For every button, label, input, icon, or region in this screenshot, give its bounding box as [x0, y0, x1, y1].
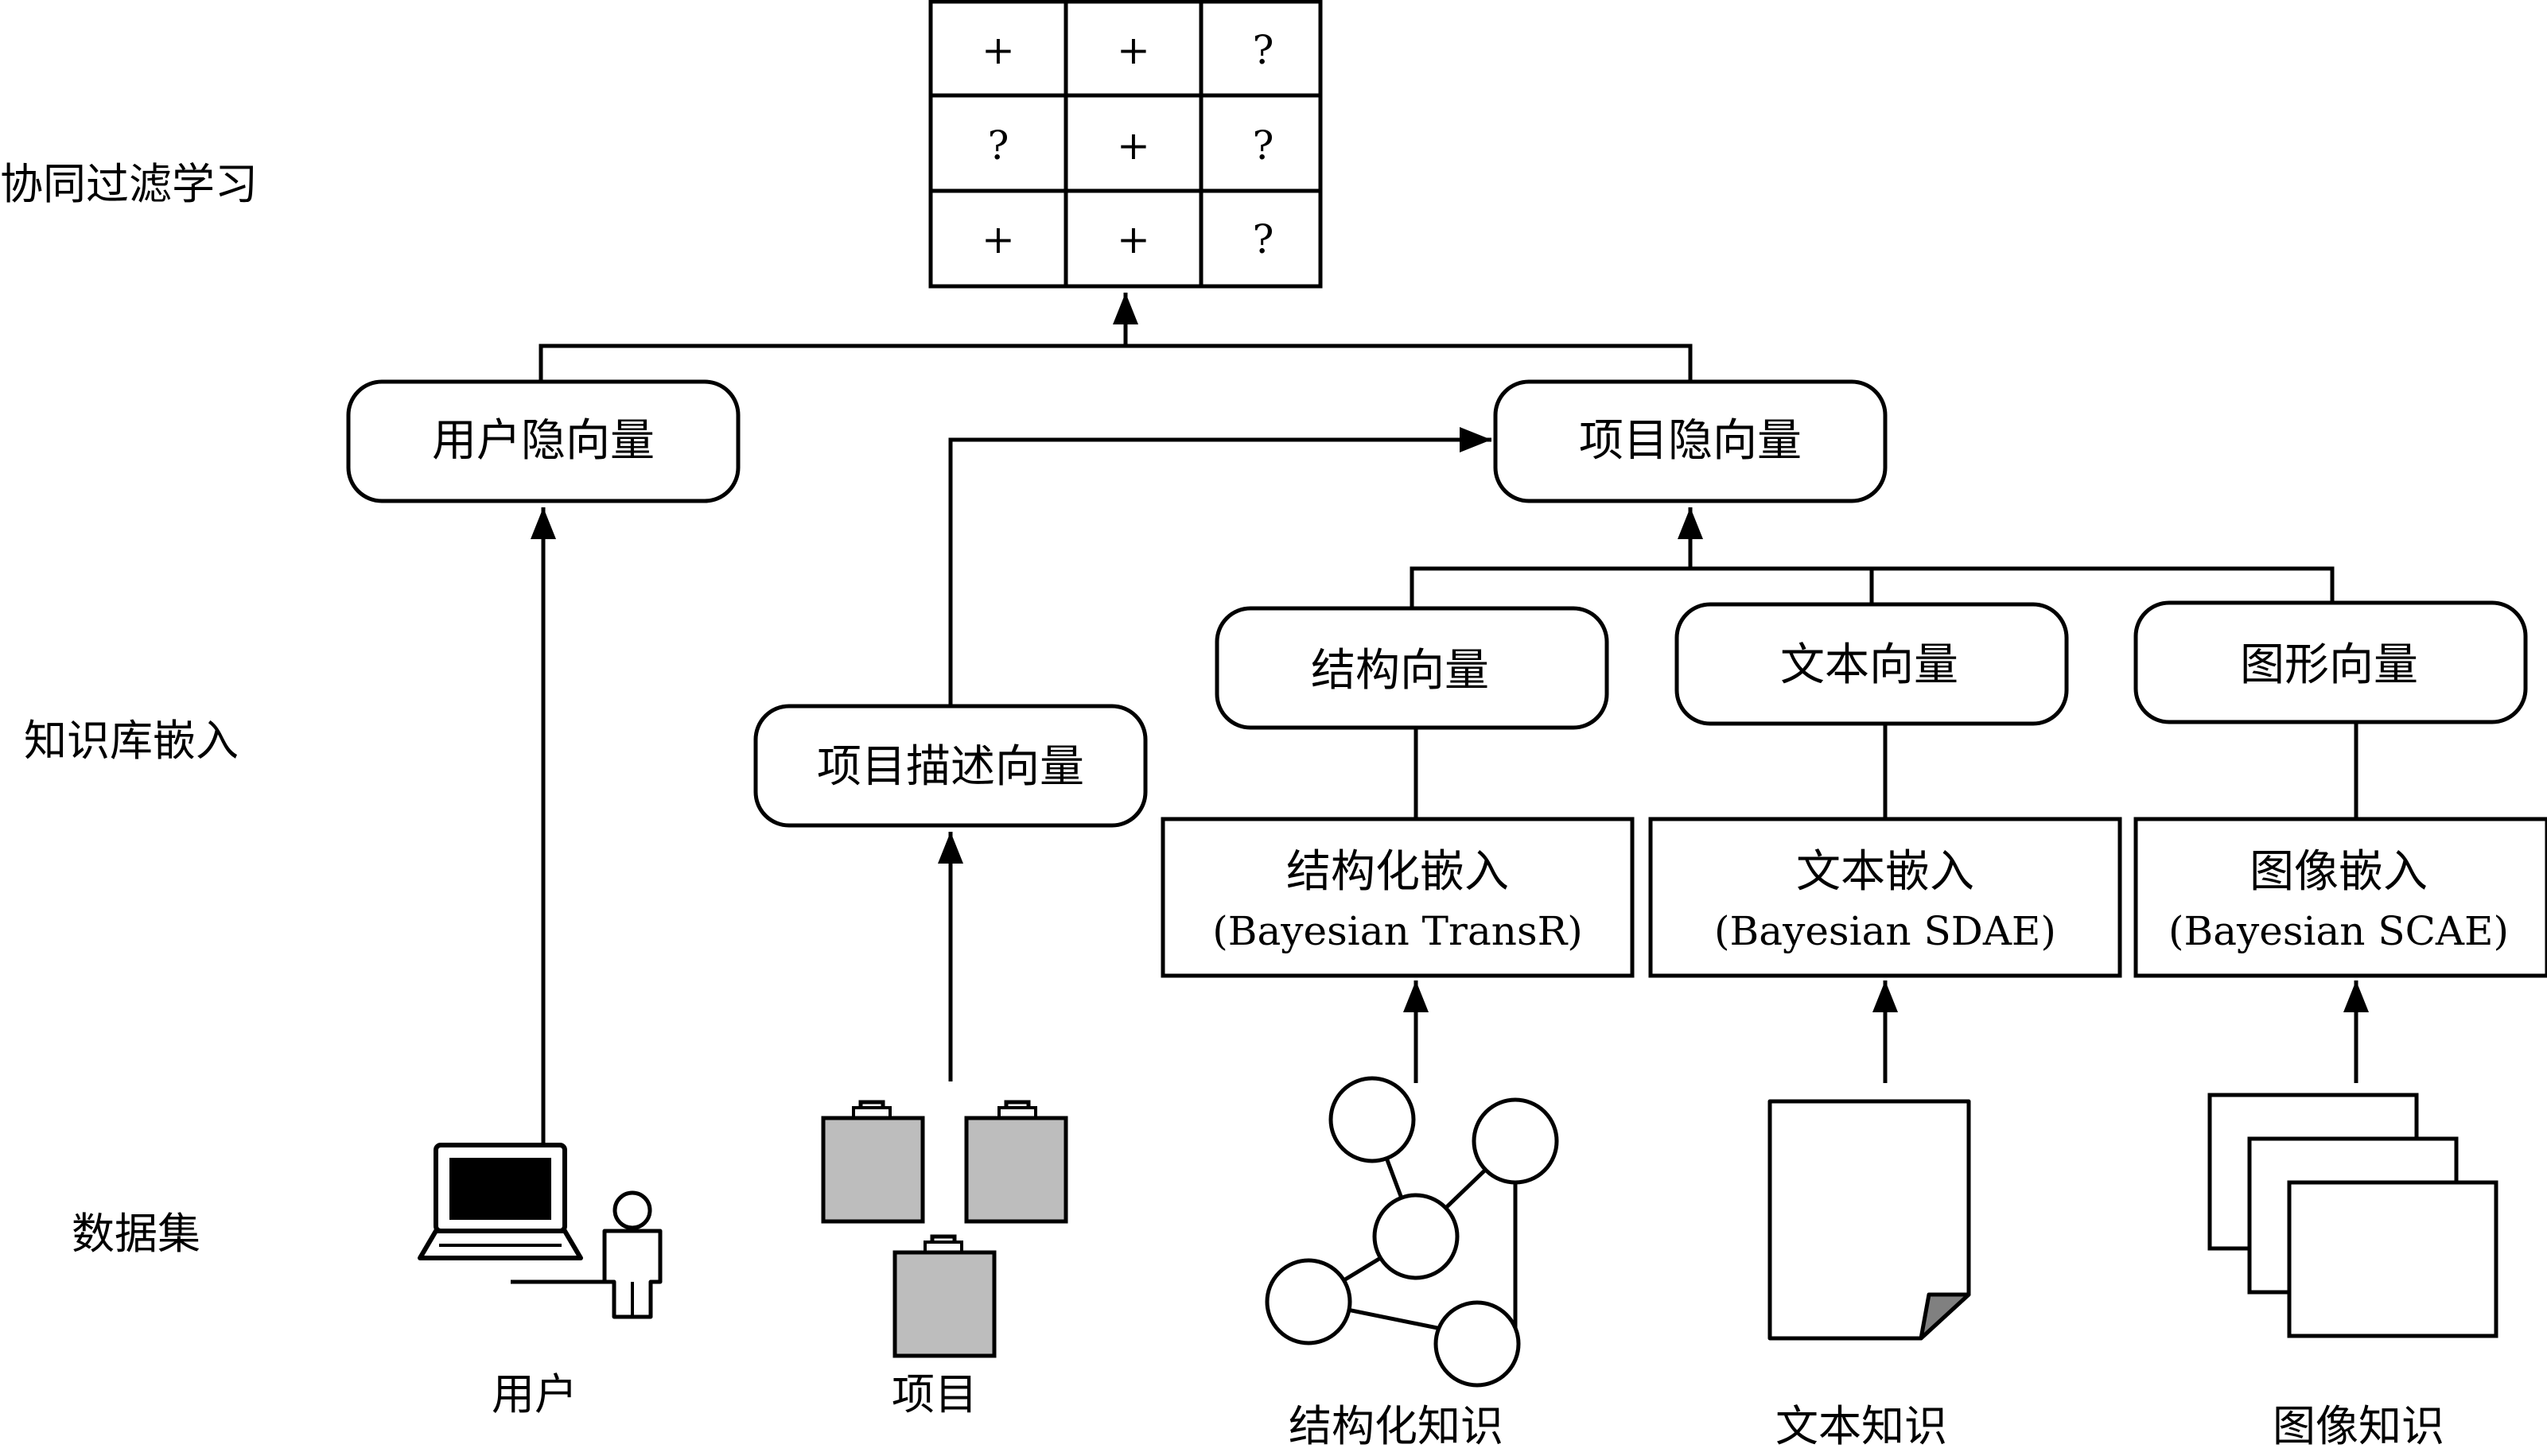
- embedding-title: 结构化嵌入: [1286, 846, 1509, 898]
- image-stack-icon: [2207, 1093, 2498, 1338]
- shopping-bags-icon: [821, 1100, 1068, 1358]
- embedding-method: (Bayesian TransR): [1212, 908, 1583, 954]
- embedding-method: (Bayesian SCAE): [2168, 908, 2509, 954]
- matrix-cell: ?: [988, 122, 1009, 169]
- dataset-label-item: 项目: [892, 1369, 978, 1419]
- dataset-label-text-knowledge: 文本知识: [1775, 1401, 1947, 1451]
- laptop-user-icon: [418, 1143, 663, 1319]
- node-label: 结构向量: [1311, 645, 1489, 697]
- node-item-description-vector: 项目描述向量: [753, 704, 1148, 828]
- document-icon: [1767, 1099, 1971, 1341]
- embedding-title: 文本嵌入: [1796, 846, 1974, 898]
- node-image-vector: 图形向量: [2133, 600, 2528, 724]
- layer-label-collaborative-filtering: 协同过滤学习: [0, 159, 258, 209]
- knowledge-graph-icon: [1265, 1076, 1559, 1388]
- matrix-cell: ?: [1253, 122, 1274, 169]
- matrix-cell: +: [1117, 27, 1150, 73]
- node-label: 项目隐向量: [1579, 415, 1802, 467]
- embedding-structured: 结构化嵌入 (Bayesian TransR): [1161, 817, 1635, 978]
- matrix-cell: +: [982, 27, 1015, 73]
- layer-label-dataset: 数据集: [72, 1209, 200, 1259]
- node-label: 用户隐向量: [432, 415, 655, 467]
- connectors: [531, 293, 2369, 1143]
- dataset-label-user: 用户: [492, 1369, 577, 1419]
- matrix-cell: ?: [1253, 27, 1274, 73]
- embedding-method: (Bayesian SDAE): [1714, 908, 2056, 954]
- dataset-label-image-knowledge: 图像知识: [2273, 1401, 2444, 1451]
- node-text-vector: 文本向量: [1674, 602, 2069, 726]
- matrix-cell: +: [1117, 122, 1150, 169]
- embedding-title: 图像嵌入: [2250, 846, 2428, 898]
- layer-label-knowledge-embedding: 知识库嵌入: [24, 716, 239, 766]
- matrix-cell: +: [1117, 216, 1150, 262]
- node-label: 文本向量: [1780, 639, 1958, 691]
- node-label: 项目描述向量: [817, 741, 1084, 793]
- matrix-cell: +: [982, 216, 1015, 262]
- embedding-image: 图像嵌入 (Bayesian SCAE): [2133, 817, 2547, 978]
- rating-matrix: + + ? ? + ? + + ?: [928, 0, 1323, 289]
- node-structure-vector: 结构向量: [1215, 606, 1609, 730]
- node-item-latent-vector: 项目隐向量: [1493, 379, 1888, 503]
- node-user-latent-vector: 用户隐向量: [346, 379, 741, 503]
- node-label: 图形向量: [2240, 639, 2418, 691]
- dataset-label-structured-knowledge: 结构化知识: [1289, 1401, 1503, 1451]
- embedding-text: 文本嵌入 (Bayesian SDAE): [1648, 817, 2122, 978]
- matrix-cell: ?: [1253, 216, 1274, 262]
